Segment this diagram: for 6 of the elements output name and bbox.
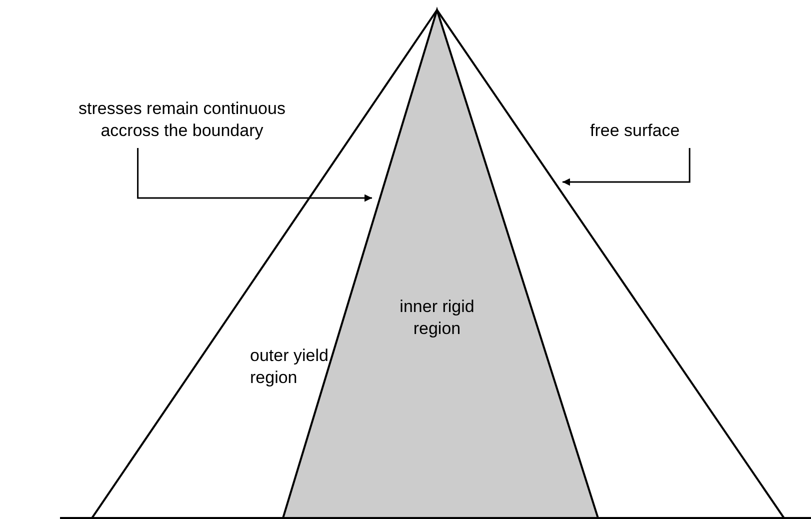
leader-line bbox=[137, 148, 372, 202]
callout-text: free surface bbox=[590, 120, 681, 142]
callout-text: stresses remain continuous accross the boundary bbox=[78, 98, 286, 142]
leader-line bbox=[562, 148, 690, 186]
region-label: outer yield region bbox=[250, 345, 330, 389]
region-label: inner rigid region bbox=[398, 296, 476, 340]
